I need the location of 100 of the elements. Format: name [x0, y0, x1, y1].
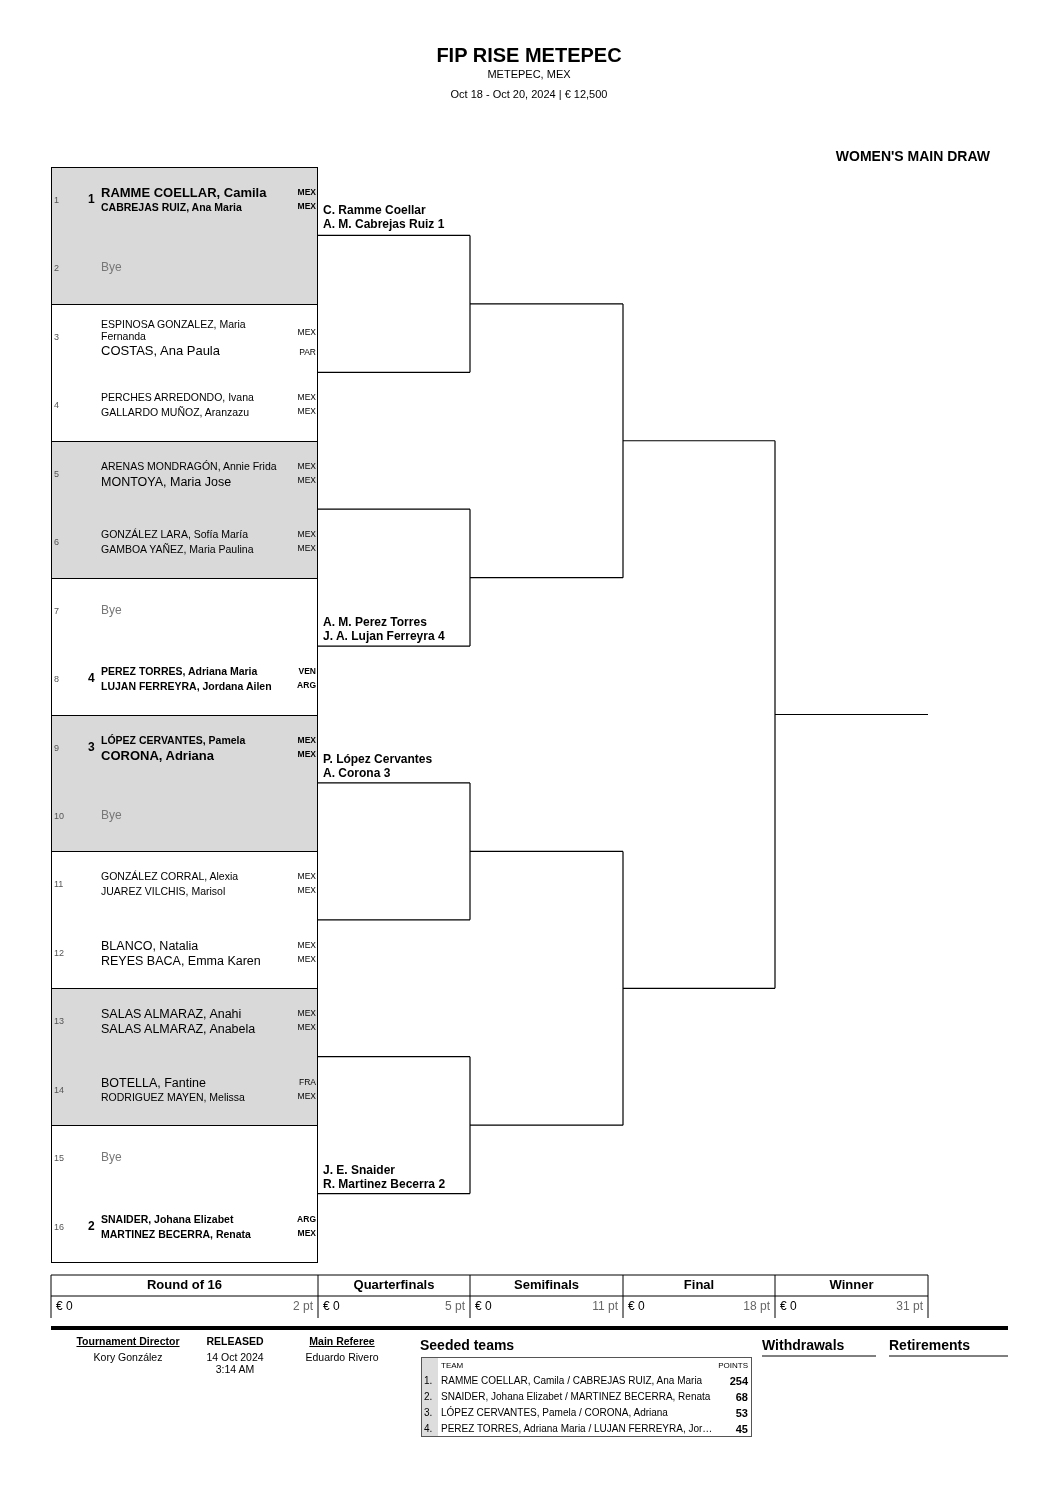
- draw-position-number: 7: [54, 605, 59, 616]
- draw-position-number: 12: [54, 947, 64, 959]
- draw-position-number: 13: [54, 1016, 64, 1027]
- prize-money: € 0: [475, 1300, 492, 1314]
- seed-number: 3: [88, 740, 95, 755]
- section-heading: Seeded teams: [420, 1337, 515, 1354]
- nationality-code: FRA: [299, 1077, 316, 1088]
- round-header: Semifinals: [514, 1278, 579, 1293]
- prize-money: € 0: [323, 1300, 340, 1314]
- official-name: Kory González: [93, 1351, 163, 1364]
- nationality-code: MEX: [297, 393, 316, 404]
- points-value: 31 pt: [896, 1300, 923, 1314]
- nationality-code: MEX: [297, 749, 316, 760]
- bye-text: Bye: [101, 1151, 122, 1165]
- player-name: SALAS ALMARAZ, Anabela: [101, 1022, 256, 1037]
- release-date: 14 Oct 2024 3:14 AM: [205, 1351, 265, 1376]
- tournament-title: FIP RISE METEPEC: [436, 44, 622, 67]
- seed-points: 254: [729, 1375, 748, 1388]
- player-name: RODRIGUEZ MAYEN, Melissa: [101, 1090, 245, 1103]
- section-heading: RELEASED: [206, 1335, 264, 1348]
- player-name: BLANCO, Natalia: [101, 938, 199, 954]
- round-header: Final: [683, 1278, 715, 1293]
- team-name: RAMME COELLAR, Camila / CABREJAS RUIZ, Ana Maria: [441, 1375, 703, 1387]
- seed-points: 68: [735, 1391, 748, 1404]
- nationality-code: MEX: [297, 872, 316, 883]
- bye-text: Bye: [101, 603, 122, 618]
- player-name: ARENAS MONDRAGÓN, Annie Frida: [101, 459, 277, 472]
- round-header: Round of 16: [146, 1278, 223, 1293]
- seed-number: 1: [88, 193, 95, 207]
- nationality-code: MEX: [297, 735, 316, 746]
- section-heading: Withdrawals: [762, 1337, 845, 1354]
- player-name: SALAS ALMARAZ, Anahi: [101, 1007, 242, 1022]
- player-name: MARTINEZ BECERRA, Renata: [101, 1227, 251, 1240]
- player-name: GAMBOA YAÑEZ, Maria Paulina: [101, 543, 254, 556]
- player-name: LUJAN FERREYRA, Jordana Ailen: [101, 680, 272, 693]
- draw-position-number: 4: [54, 400, 59, 411]
- rank-number: 3.: [424, 1407, 433, 1419]
- nationality-code: MEX: [297, 1091, 316, 1102]
- nationality-code: MEX: [297, 886, 316, 897]
- player-name: GONZÁLEZ LARA, Sofía María: [101, 528, 249, 541]
- winner-name: A. M. Cabrejas Ruiz 1: [323, 218, 445, 232]
- winner-name: A. Corona 3: [323, 767, 391, 781]
- team-name: LÓPEZ CERVANTES, Pamela / CORONA, Adriana: [441, 1407, 668, 1419]
- draw-title: WOMEN'S MAIN DRAW: [835, 148, 990, 165]
- draw-position-number: 15: [54, 1153, 64, 1164]
- table-header: POINTS: [718, 1361, 748, 1371]
- prize-money: € 0: [780, 1300, 797, 1314]
- winner-name: A. M. Perez Torres: [323, 616, 427, 630]
- draw-position-number: 16: [54, 1221, 64, 1232]
- winner-name: P. López Cervantes: [323, 753, 433, 767]
- player-name: GALLARDO MUÑOZ, Aranzazu: [101, 406, 250, 419]
- winner-name: J. A. Lujan Ferreyra 4: [323, 630, 445, 644]
- draw-position-number: 3: [54, 331, 59, 343]
- section-heading: Retirements: [889, 1337, 970, 1354]
- nationality-code: MEX: [297, 475, 316, 486]
- nationality-code: MEX: [297, 202, 316, 212]
- points-value: 2 pt: [293, 1300, 313, 1314]
- player-name: REYES BACA, Emma Karen: [101, 953, 261, 969]
- seed-number: 2: [88, 1219, 95, 1234]
- draw-position-number: 11: [54, 879, 64, 890]
- round-header: Winner: [829, 1278, 874, 1293]
- player-name: CABREJAS RUIZ, Ana Maria: [101, 201, 242, 214]
- section-heading: Tournament Director: [76, 1335, 180, 1348]
- tournament-dates: Oct 18 - Oct 20, 2024 | € 12,500: [450, 88, 608, 101]
- seed-points: 53: [735, 1407, 748, 1420]
- player-name: PEREZ TORRES, Adriana Maria: [101, 665, 258, 678]
- section-heading: Main Referee: [309, 1335, 375, 1348]
- draw-position-number: 6: [54, 537, 59, 548]
- nationality-code: VEN: [298, 667, 316, 677]
- winner-name: J. E. Snaider: [323, 1164, 396, 1178]
- rank-number: 1.: [424, 1375, 433, 1387]
- nationality-code: MEX: [297, 1009, 316, 1020]
- draw-position-number: 8: [54, 674, 59, 685]
- seed-points: 45: [735, 1423, 748, 1436]
- player-name: SNAIDER, Johana Elizabet: [101, 1212, 234, 1225]
- draw-position-number: 2: [54, 263, 59, 274]
- draw-position-number: 9: [54, 742, 59, 753]
- bye-text: Bye: [101, 261, 122, 276]
- player-name: LÓPEZ CERVANTES, Pamela: [101, 733, 246, 746]
- official-name: Eduardo Rivero: [305, 1351, 379, 1364]
- table-header: TEAM: [441, 1361, 464, 1371]
- draw-position-number: 14: [54, 1084, 64, 1096]
- nationality-code: ARG: [297, 1214, 316, 1225]
- points-value: 18 pt: [743, 1300, 770, 1314]
- seed-number: 4: [88, 672, 95, 686]
- draw-position-number: 5: [54, 468, 59, 480]
- prize-money: € 0: [56, 1300, 73, 1314]
- nationality-code: MEX: [297, 940, 316, 951]
- nationality-code: ARG: [297, 681, 316, 691]
- rank-number: 4.: [424, 1423, 433, 1435]
- tournament-location: METEPEC, MEX: [487, 68, 571, 81]
- player-name: PERCHES ARREDONDO, Ivana: [101, 391, 254, 404]
- winner-name: R. Martinez Becerra 2: [323, 1178, 446, 1192]
- bye-text: Bye: [101, 808, 122, 823]
- nationality-code: MEX: [297, 461, 316, 472]
- nationality-code: PAR: [299, 347, 316, 358]
- draw-position-number: 10: [54, 810, 64, 822]
- nationality-code: MEX: [297, 954, 316, 965]
- player-name: MONTOYA, Maria Jose: [101, 474, 232, 490]
- nationality-code: MEX: [297, 544, 316, 554]
